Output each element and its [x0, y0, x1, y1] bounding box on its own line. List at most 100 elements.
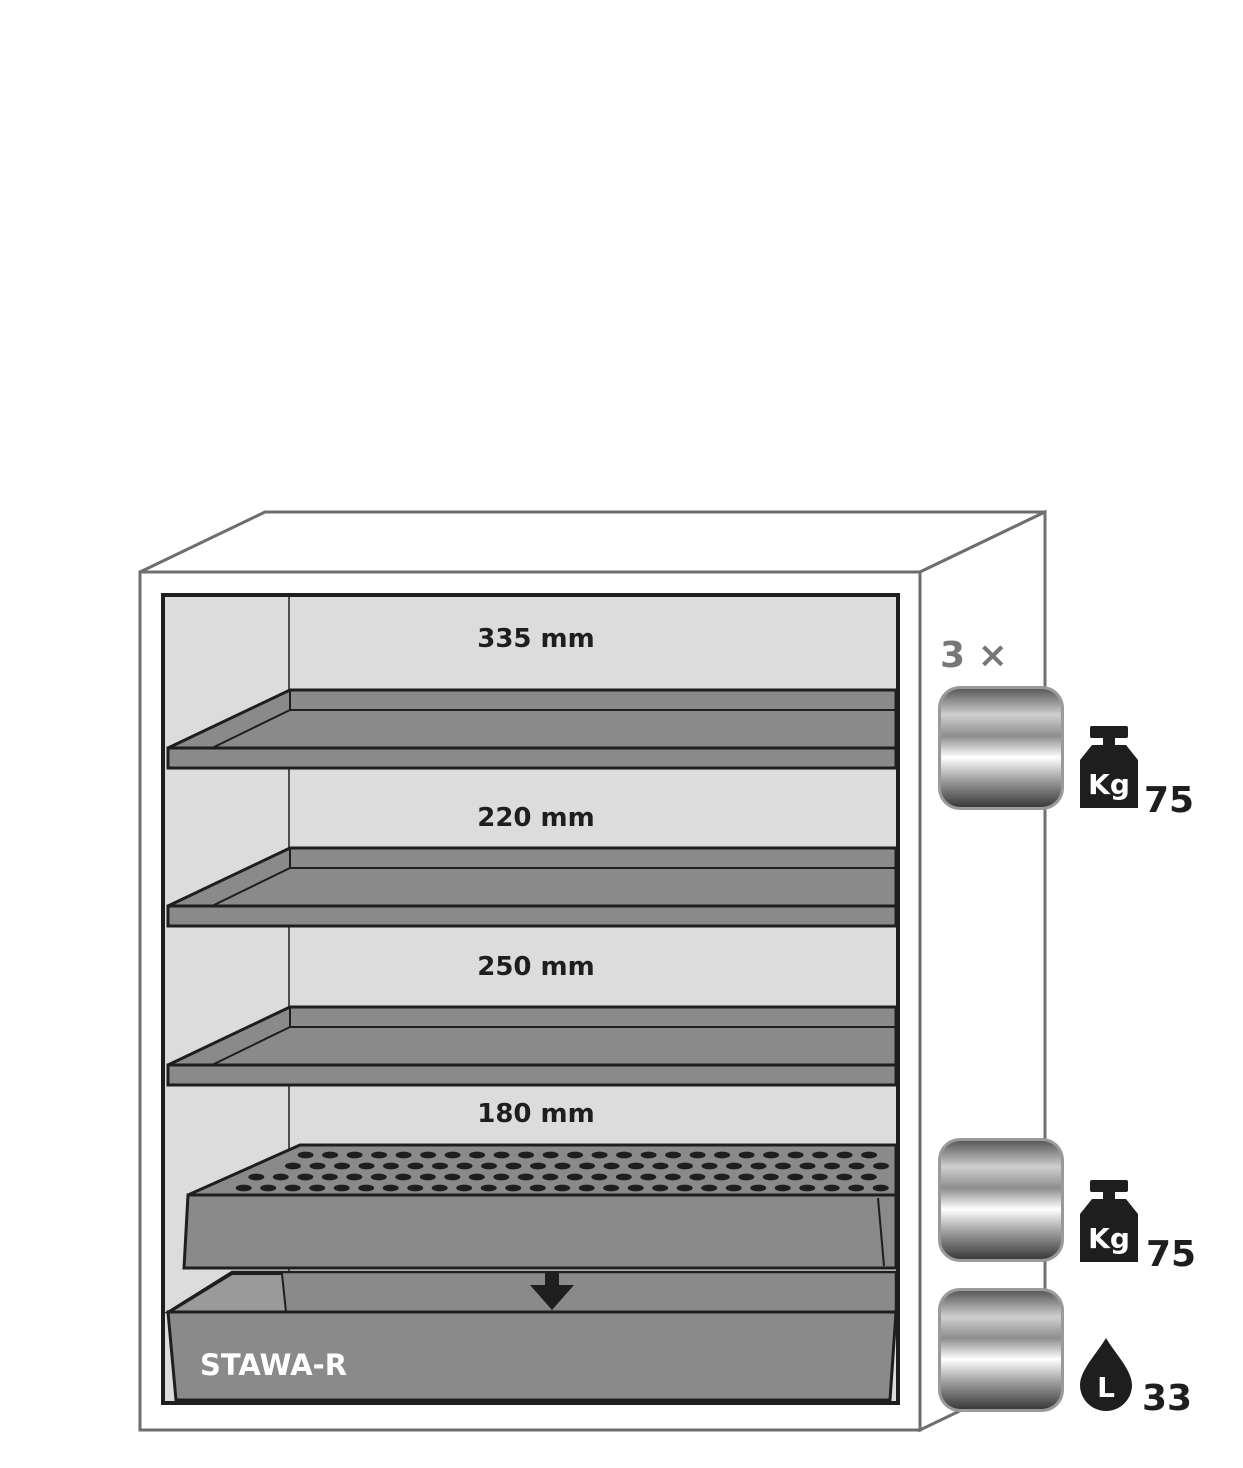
perforation-hole	[517, 1173, 534, 1181]
perforation-hole	[358, 1162, 375, 1170]
perforation-hole	[848, 1184, 865, 1192]
shelf-gap-label: 335 mm	[477, 624, 595, 654]
perforation-hole	[480, 1184, 497, 1192]
perforation-hole	[235, 1184, 252, 1192]
perforation-hole	[823, 1184, 840, 1192]
drop-icon: L	[1080, 1338, 1132, 1411]
perforation-hole	[371, 1151, 388, 1159]
perforation-hole	[530, 1162, 546, 1170]
perforation-hole	[420, 1151, 437, 1159]
shelf-icon	[938, 1138, 1064, 1262]
perforation-hole	[468, 1173, 485, 1181]
perforation-hole	[566, 1173, 583, 1181]
perforation-hole	[285, 1162, 301, 1170]
perforation-hole	[591, 1173, 608, 1181]
perforation-hole	[554, 1162, 571, 1170]
perforation-hole	[725, 1184, 742, 1192]
perforation-hole	[750, 1184, 767, 1192]
weight-icon: Kg	[1080, 726, 1138, 808]
perforation-hole	[628, 1162, 644, 1170]
perforation-hole	[321, 1173, 338, 1181]
shelf-count-label: 3 ×	[940, 635, 1008, 676]
perforation-hole	[346, 1151, 363, 1159]
perforation-hole	[481, 1162, 497, 1170]
perforation-hole	[714, 1151, 731, 1159]
perforation-hole	[603, 1184, 620, 1192]
perforation-hole	[284, 1184, 301, 1192]
shelf	[166, 846, 898, 928]
perforation-hole	[407, 1184, 424, 1192]
perforation-hole	[333, 1184, 350, 1192]
perforation-hole	[431, 1184, 448, 1192]
perforation-hole	[493, 1173, 510, 1181]
sump-label: STAWA-R	[200, 1348, 347, 1382]
shelf-gap-label: 250 mm	[477, 952, 595, 982]
perforation-hole	[260, 1184, 277, 1192]
perforation-hole	[848, 1162, 865, 1170]
perforation-hole	[297, 1151, 314, 1159]
perforation-hole	[726, 1162, 742, 1170]
perforation-hole	[811, 1173, 828, 1181]
perforation-hole	[554, 1184, 571, 1192]
perforation-hole	[272, 1173, 289, 1181]
perforation-hole	[836, 1173, 853, 1181]
shelf	[166, 688, 898, 770]
shelf-load-value: 75	[1144, 780, 1194, 821]
weight-unit: Kg	[1088, 1222, 1130, 1255]
perforation-hole	[309, 1184, 326, 1192]
perforation-hole	[762, 1173, 779, 1181]
perforation-hole	[713, 1173, 730, 1181]
perforation-hole	[444, 1151, 461, 1159]
perforation-hole	[787, 1151, 804, 1159]
perforation-hole	[395, 1151, 412, 1159]
perforation-hole	[505, 1184, 522, 1192]
perforation-hole	[493, 1151, 510, 1159]
volume-unit: L	[1097, 1371, 1115, 1404]
perforation-hole	[469, 1151, 486, 1159]
perforation-hole	[529, 1184, 546, 1192]
perforation-hole	[652, 1162, 669, 1170]
perforation-hole	[812, 1151, 829, 1159]
perforation-hole	[615, 1173, 632, 1181]
perforation-hole	[860, 1173, 877, 1181]
perforation-hole	[456, 1162, 473, 1170]
perforation-hole	[542, 1173, 559, 1181]
perforation-hole	[763, 1151, 780, 1159]
perforation-hole	[297, 1173, 314, 1181]
perforation-hole	[248, 1173, 265, 1181]
perforation-hole	[872, 1184, 889, 1192]
perforation-hole	[738, 1173, 755, 1181]
perforation-hole	[701, 1184, 718, 1192]
perforation-holes	[235, 1151, 889, 1192]
perforation-hole	[799, 1162, 816, 1170]
perforation-hole	[505, 1162, 522, 1170]
perforation-hole	[689, 1151, 706, 1159]
perforation-hole	[775, 1162, 791, 1170]
perforation-hole	[701, 1162, 718, 1170]
perforation-hole	[861, 1151, 878, 1159]
perforation-hole	[836, 1151, 853, 1159]
weight-unit: Kg	[1088, 768, 1130, 801]
perforation-hole	[578, 1184, 595, 1192]
shelf-gap-label: 180 mm	[477, 1099, 595, 1129]
perforation-hole	[518, 1151, 535, 1159]
perforation-hole	[774, 1184, 791, 1192]
shelf-icon	[938, 1288, 1064, 1412]
shelf	[166, 1005, 898, 1087]
perforation-hole	[738, 1151, 755, 1159]
sump-tray	[163, 1270, 898, 1402]
perforation-hole	[432, 1162, 448, 1170]
shelf-icon	[938, 686, 1064, 810]
perforation-hole	[665, 1151, 682, 1159]
weight-icon: Kg	[1080, 1180, 1138, 1262]
perforation-hole	[750, 1162, 767, 1170]
cabinet-top	[139, 510, 1046, 574]
perforation-hole	[346, 1173, 363, 1181]
sump-volume-value: 33	[1142, 1378, 1192, 1419]
perforation-hole	[664, 1173, 681, 1181]
perforation-hole	[383, 1162, 399, 1170]
perforation-hole	[407, 1162, 424, 1170]
perforation-hole	[542, 1151, 559, 1159]
perforation-hole	[322, 1151, 339, 1159]
